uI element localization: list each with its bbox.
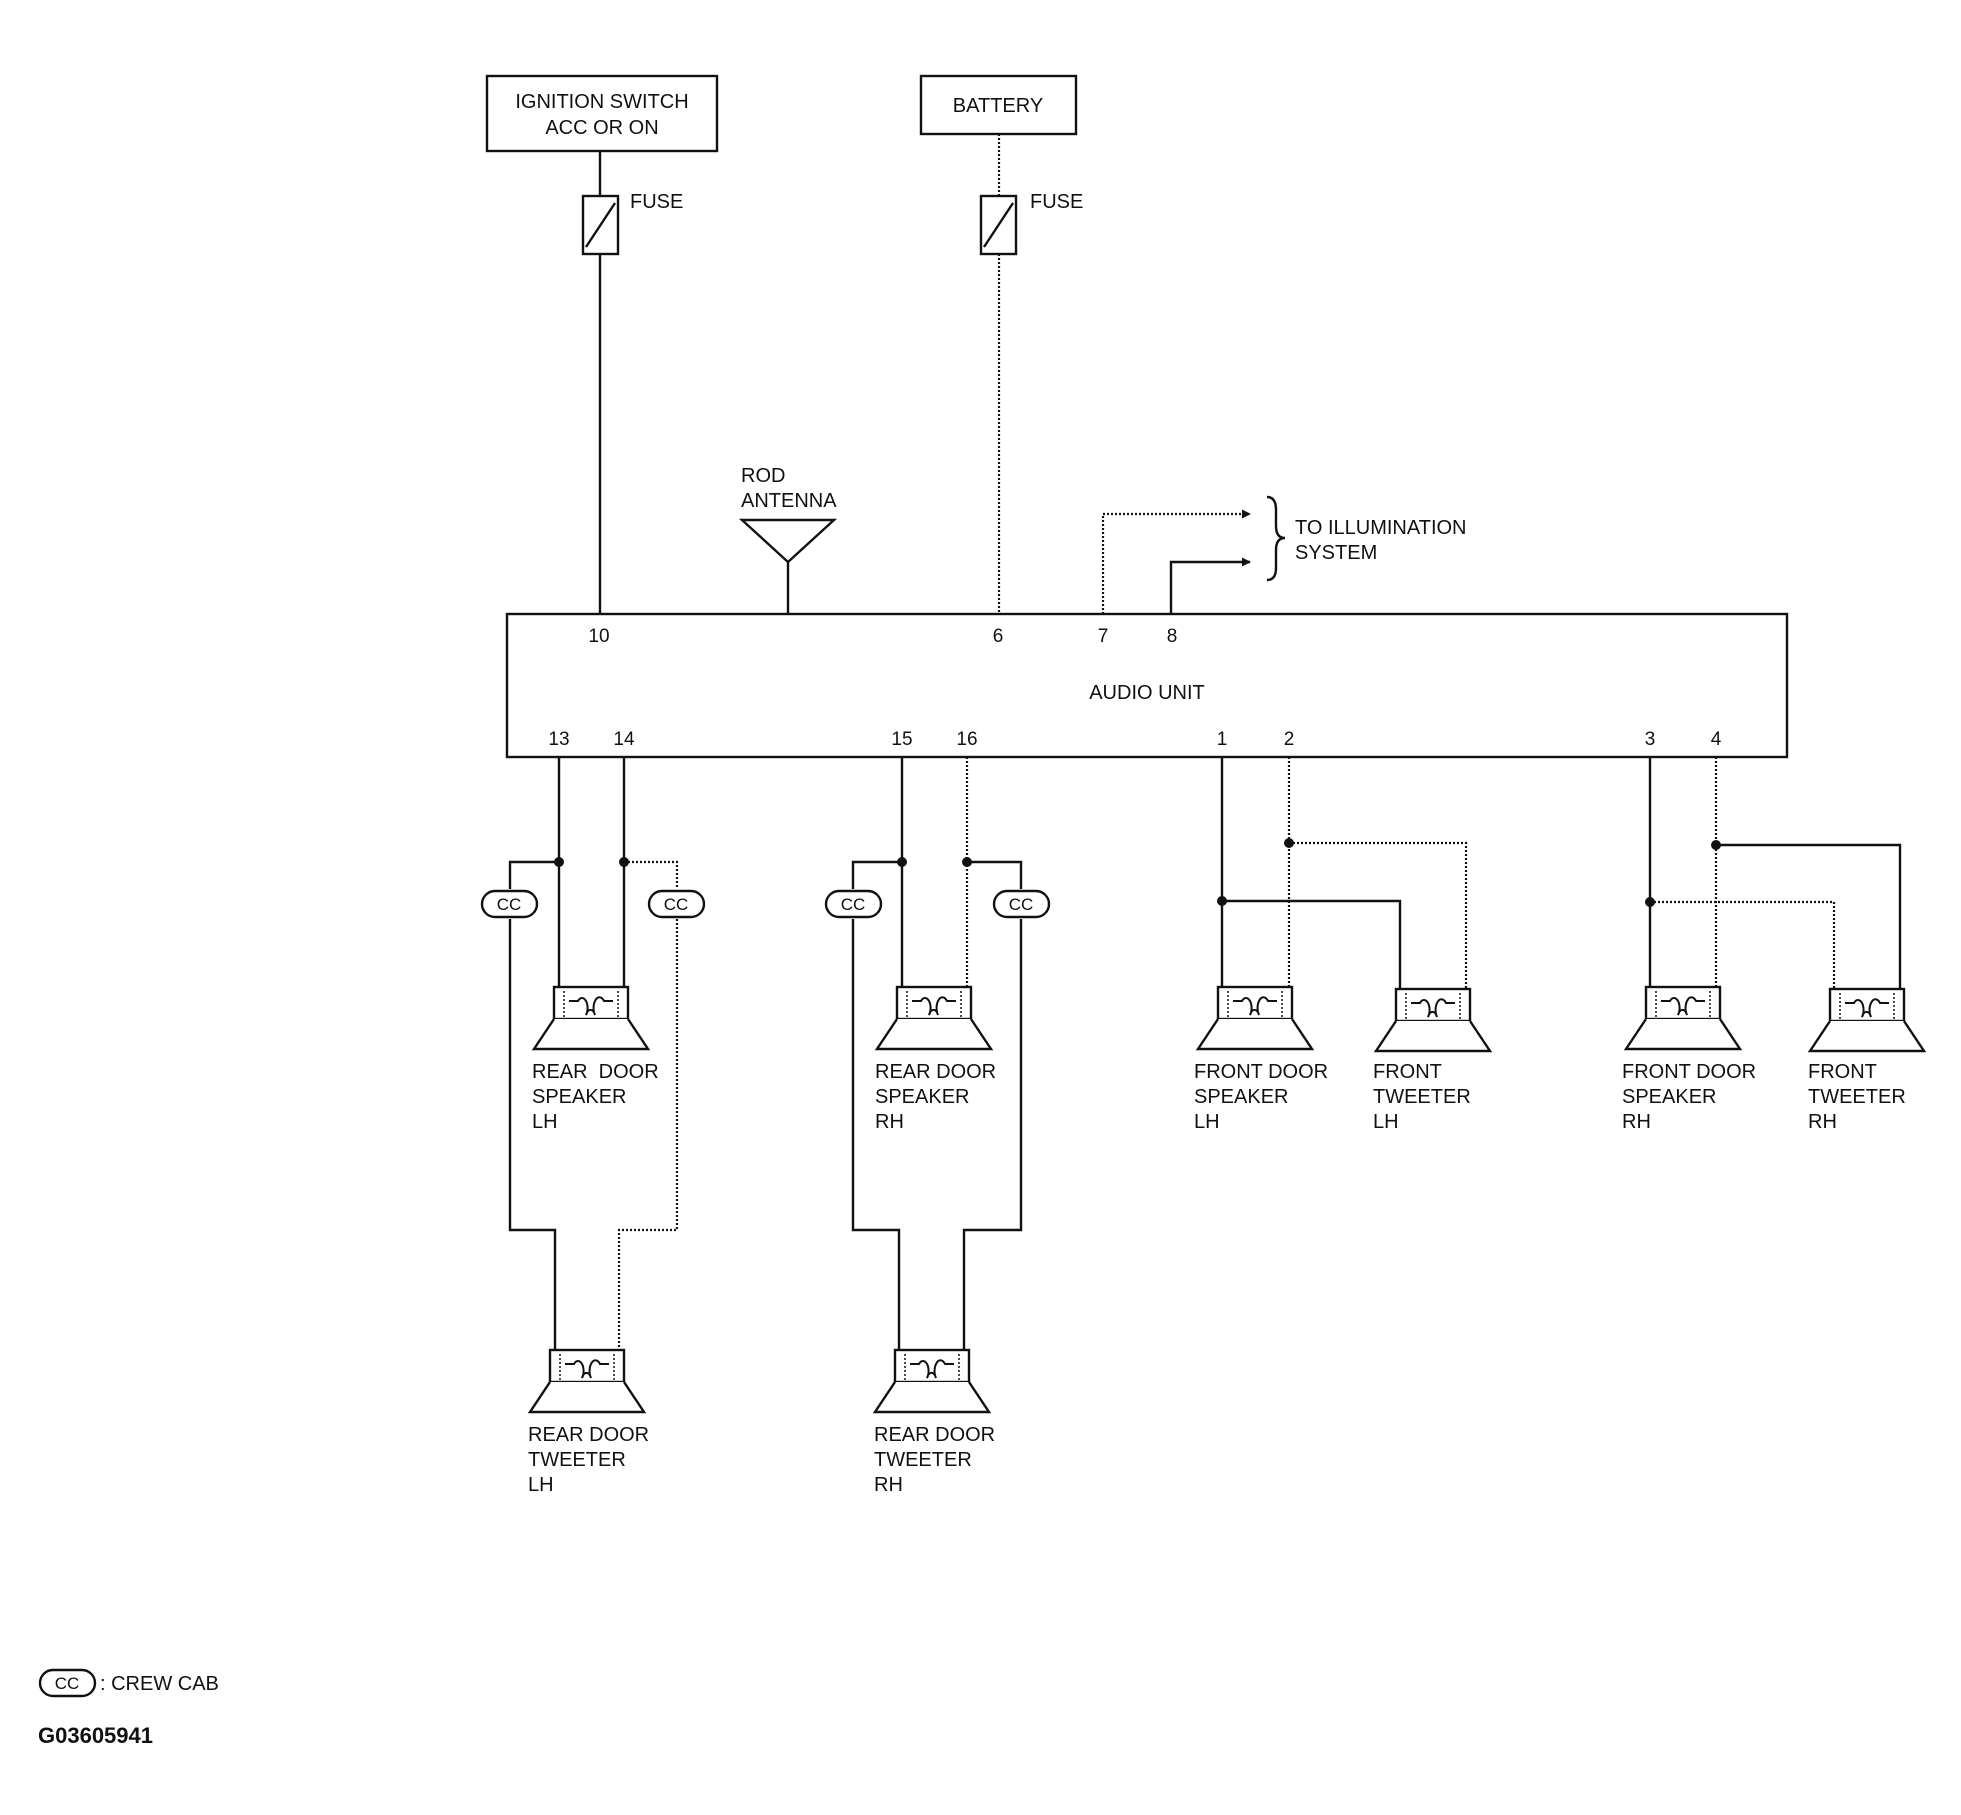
battery-box: BATTERY [919,74,1078,136]
svg-text:CC: CC [841,895,866,914]
pin-2: 2 [1284,729,1295,750]
antenna-label-line2: ANTENNA [741,490,837,512]
pin-10: 10 [588,626,609,647]
rear-door-tweeter-rh-label-1: REAR DOOR [874,1424,995,1446]
pin-14: 14 [613,729,635,750]
pin-7: 7 [1098,626,1109,647]
rear-door-speaker-lh-label-3: LH [532,1111,558,1133]
rear-door-tweeter-lh-label-1: REAR DOOR [528,1424,649,1446]
front-tweeter-rh-icon [1808,987,1926,1053]
legend-description: : CREW CAB [100,1673,219,1695]
front-door-speaker-rh-label-1: FRONT DOOR [1622,1061,1756,1083]
rear-door-speaker-rh-icon [875,985,993,1051]
front-tweeter-lh-icon [1374,987,1492,1053]
front-door-speaker-rh-icon [1624,985,1742,1051]
pin-13: 13 [548,729,569,750]
pin-1: 1 [1217,729,1228,750]
audio-unit-box: AUDIO UNIT [505,612,1789,759]
svg-text:CC: CC [664,895,689,914]
pin-4: 4 [1711,729,1722,750]
rear-door-tweeter-rh-label-2: TWEETER [874,1449,972,1471]
fuse-label-right: FUSE [1030,191,1083,213]
svg-text:CC: CC [1009,895,1034,914]
front-tweeter-rh-label-3: RH [1808,1111,1837,1133]
figure-code: G03605941 [38,1723,153,1748]
legend: CC : CREW CAB [38,1668,219,1698]
front-tweeter-lh-label-2: TWEETER [1373,1086,1471,1108]
pin-16: 16 [956,729,977,750]
front-tweeter-lh-label-3: LH [1373,1111,1399,1133]
illumination-label-line1: TO ILLUMINATION [1295,517,1467,539]
legend-cc-text: CC [55,1674,80,1693]
fuse-label-left: FUSE [630,191,683,213]
fuse-icon [979,194,1018,256]
rear-door-tweeter-rh-icon [873,1348,991,1414]
front-door-speaker-rh-label-2: SPEAKER [1622,1086,1716,1108]
front-door-speaker-lh-icon [1196,985,1314,1051]
rod-antenna-icon [738,518,838,614]
pin-8: 8 [1167,626,1178,647]
rear-door-tweeter-lh-label-3: LH [528,1474,554,1496]
front-tweeter-rh-label-2: TWEETER [1808,1086,1906,1108]
svg-text:CC: CC [497,895,522,914]
crew-cab-tag: CC [647,889,706,919]
ignition-label-line2: ACC OR ON [545,117,658,139]
rear-door-speaker-lh-label-2: SPEAKER [532,1086,626,1108]
rear-door-tweeter-rh-label-3: RH [874,1474,903,1496]
front-door-speaker-rh-label-3: RH [1622,1111,1651,1133]
front-door-speaker-lh-label-1: FRONT DOOR [1194,1061,1328,1083]
front-tweeter-lh-label-1: FRONT [1373,1061,1442,1083]
crew-cab-tag: CC [824,889,883,919]
pin-15: 15 [891,729,912,750]
illumination-label-line2: SYSTEM [1295,542,1377,564]
rear-door-speaker-rh-label-2: SPEAKER [875,1086,969,1108]
front-door-speaker-lh-label-2: SPEAKER [1194,1086,1288,1108]
crew-cab-tag: CC [480,889,539,919]
antenna-label-line1: ROD [741,465,785,487]
pin-3: 3 [1645,729,1656,750]
rear-door-tweeter-lh-icon [528,1348,646,1414]
rear-door-speaker-lh-icon [532,985,650,1051]
ignition-label-line1: IGNITION SWITCH [515,91,688,113]
fuse-icon [581,194,620,256]
pin-6: 6 [993,626,1004,647]
front-door-speaker-lh-label-3: LH [1194,1111,1220,1133]
front-tweeter-rh-label-1: FRONT [1808,1061,1877,1083]
legend-cc-symbol [38,1668,97,1698]
rear-door-speaker-rh-label-1: REAR DOOR [875,1061,996,1083]
audio-unit-label: AUDIO UNIT [1089,682,1205,704]
rear-door-speaker-lh-label-1: REAR DOOR [532,1061,659,1083]
crew-cab-tag: CC [992,889,1051,919]
rear-door-speaker-rh-label-3: RH [875,1111,904,1133]
brace-icon [1266,495,1286,582]
battery-label: BATTERY [953,95,1043,117]
ignition-switch-box: IGNITION SWITCH ACC OR ON [485,74,719,153]
rear-door-tweeter-lh-label-2: TWEETER [528,1449,626,1471]
